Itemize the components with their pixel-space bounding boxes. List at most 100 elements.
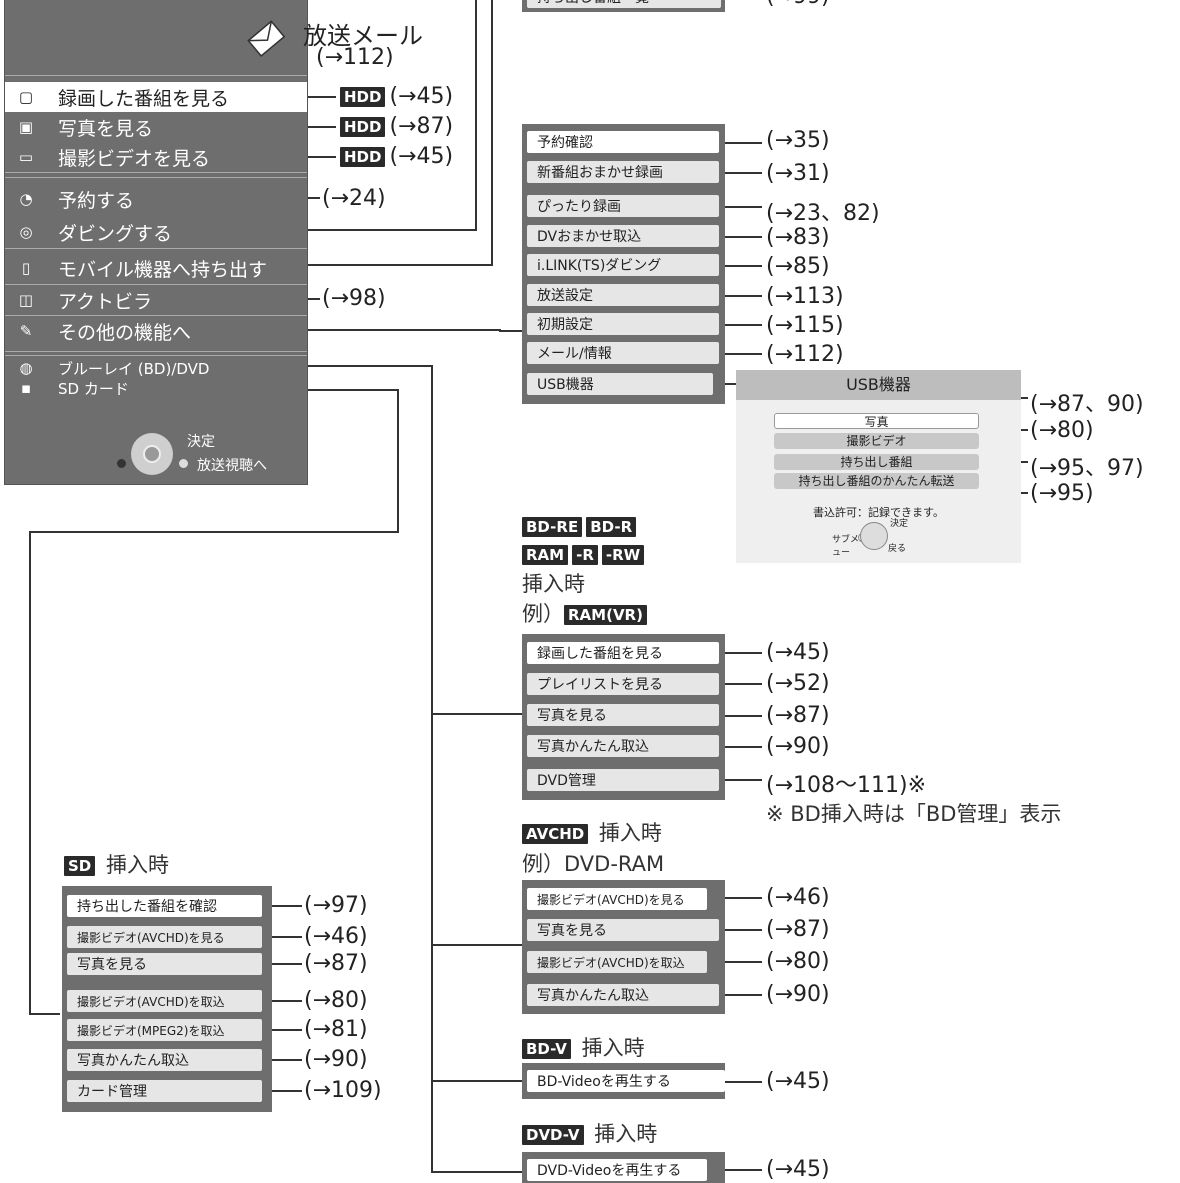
avchd-ref-1: (→87): [766, 917, 830, 942]
camcorder-ref: HDD(→45): [340, 144, 453, 169]
main-item-photo[interactable]: ▣写真を見る: [5, 112, 307, 142]
disc-item-playlist[interactable]: プレイリストを見る: [527, 673, 719, 695]
avchd-ref-0: (→46): [766, 885, 830, 910]
actvila-icon: ◫: [18, 291, 34, 309]
usb-cursor-pad-icon: [860, 522, 888, 550]
recorded-ref: HDD(→45): [340, 84, 453, 109]
sd-item-avchd-view[interactable]: 撮影ビデオ(AVCHD)を見る: [67, 926, 262, 948]
bdv-item-play[interactable]: BD-Videoを再生する: [527, 1070, 725, 1092]
sd-ref-0: (→97): [304, 893, 368, 918]
usb-ref-2: (→95、97): [1030, 456, 1144, 481]
other-item-dv-import[interactable]: DVおまかせ取込: [527, 225, 719, 247]
main-item-actvila[interactable]: ◫アクトビラ: [5, 285, 307, 315]
other-item-initial-settings[interactable]: 初期設定: [527, 313, 719, 335]
dvdv-panel: DVD-Videoを再生する: [522, 1152, 725, 1183]
tv-icon: ▢: [18, 88, 34, 106]
photo-ref: HDD(→87): [340, 114, 453, 139]
usb-item-camcorder[interactable]: 撮影ビデオ: [774, 433, 979, 449]
sd-header: SD 挿入時: [64, 849, 169, 879]
top-partial-item[interactable]: 持ち出し番組一覧: [527, 0, 721, 8]
main-item-reserve[interactable]: ◔予約する: [5, 184, 307, 214]
photo-icon: ▣: [18, 118, 34, 136]
usb-title: USB機器: [736, 370, 1021, 400]
disc-item-dvd-manage[interactable]: DVD管理: [527, 769, 719, 791]
usb-submenu-label: サブメニュー: [832, 535, 869, 558]
main-item-recorded[interactable]: ▢録画した番組を見る: [5, 82, 307, 112]
main-menu-panel: ▢録画した番組を見る ▣写真を見る ▭撮影ビデオを見る ◔予約する ◎ダビングす…: [4, 0, 308, 485]
usb-ref-0: (→87、90): [1030, 392, 1144, 417]
main-item-sdcard[interactable]: ▪SD カード: [5, 378, 307, 398]
wrench-icon: ✎: [19, 322, 33, 340]
disc-badges-row2: RAM-R-RW: [522, 542, 648, 566]
other-ref-4: (→85): [766, 254, 830, 279]
avchd-item-photo-import[interactable]: 写真かんたん取込: [527, 984, 719, 1006]
camcorder-icon: ▭: [18, 148, 34, 166]
avchd-example: 例）DVD-RAM: [522, 852, 665, 876]
usb-item-photo[interactable]: 写真: [774, 413, 979, 429]
other-item-mail-info[interactable]: メール/情報: [527, 342, 719, 364]
disc-item-photo[interactable]: 写真を見る: [527, 704, 719, 726]
sd-item-photo[interactable]: 写真を見る: [67, 953, 262, 975]
disc-item-recorded[interactable]: 録画した番組を見る: [527, 642, 719, 664]
other-ref-2: (→23、82): [766, 201, 880, 226]
bdv-panel: BD-Videoを再生する: [522, 1063, 725, 1099]
usb-ref-1: (→80): [1030, 418, 1094, 443]
main-item-other[interactable]: ✎その他の機能へ: [5, 316, 307, 346]
actvila-ref: (→98): [322, 286, 386, 311]
disc-ref-2: (→87): [766, 703, 830, 728]
disc-note: ※ BD挿入時は「BD管理」表示: [766, 802, 1062, 826]
other-item-exact-record[interactable]: ぴったり録画: [527, 195, 719, 217]
footer-dot-light: [179, 459, 188, 468]
usb-item-takeout[interactable]: 持ち出し番組: [774, 454, 979, 470]
sdcard-icon: ▪: [20, 379, 32, 397]
clock-icon: ◔: [19, 190, 33, 208]
mail-envelope-icon: [247, 20, 286, 57]
sd-item-card-manage[interactable]: カード管理: [67, 1080, 262, 1102]
disc-item-photo-import[interactable]: 写真かんたん取込: [527, 735, 719, 757]
avchd-item-photo[interactable]: 写真を見る: [527, 919, 719, 941]
sd-ref-6: (→109): [304, 1078, 382, 1103]
main-item-mobile[interactable]: ▯モバイル機器へ持ち出す: [5, 253, 307, 283]
disc-example: 例）RAM(VR): [522, 598, 651, 628]
sd-item-avchd-import[interactable]: 撮影ビデオ(AVCHD)を取込: [67, 990, 262, 1012]
usb-item-takeout-transfer[interactable]: 持ち出し番組のかんたん転送: [774, 473, 979, 489]
sd-item-takeout-check[interactable]: 持ち出した番組を確認: [67, 895, 262, 917]
dvdv-header: DVD-V 挿入時: [522, 1118, 657, 1148]
disc-ref-1: (→52): [766, 671, 830, 696]
avchd-ref-2: (→80): [766, 949, 830, 974]
other-ref-7: (→112): [766, 342, 844, 367]
top-partial-ref: (→99): [766, 0, 830, 9]
other-item-auto-record[interactable]: 新番組おまかせ録画: [527, 161, 719, 183]
avchd-item-import[interactable]: 撮影ビデオ(AVCHD)を取込: [527, 951, 707, 973]
other-item-ilink[interactable]: i.LINK(TS)ダビング: [527, 254, 719, 276]
dvdv-item-play[interactable]: DVD-Videoを再生する: [527, 1159, 707, 1181]
other-ref-3: (→83): [766, 225, 830, 250]
sd-ref-3: (→80): [304, 988, 368, 1013]
footer-dot-dark: [117, 459, 126, 468]
main-item-camcorder[interactable]: ▭撮影ビデオを見る: [5, 142, 307, 172]
other-ref-5: (→113): [766, 284, 844, 309]
avchd-panel: 撮影ビデオ(AVCHD)を見る 写真を見る 撮影ビデオ(AVCHD)を取込 写真…: [522, 880, 725, 1014]
disc-ref-4: (→108〜111)※: [766, 773, 927, 798]
sd-item-mpeg2-import[interactable]: 撮影ビデオ(MPEG2)を取込: [67, 1019, 262, 1041]
sd-item-photo-import[interactable]: 写真かんたん取込: [67, 1049, 262, 1071]
other-item-usb[interactable]: USB機器: [527, 373, 713, 395]
sd-ref-2: (→87): [304, 951, 368, 976]
other-item-broadcast-settings[interactable]: 放送設定: [527, 284, 719, 306]
dubbing-icon: ◎: [19, 223, 33, 241]
usb-ref-3: (→95): [1030, 481, 1094, 506]
usb-confirm-label: 決定: [890, 519, 909, 529]
other-ref-1: (→31): [766, 161, 830, 186]
bdv-ref: (→45): [766, 1069, 830, 1094]
disc-icon: ◍: [19, 359, 33, 377]
other-item-reserve-check[interactable]: 予約確認: [527, 131, 719, 153]
main-item-bluray[interactable]: ◍ブルーレイ (BD)/DVD: [5, 358, 307, 378]
reserve-ref: (→24): [322, 186, 386, 211]
main-item-dubbing[interactable]: ◎ダビングする: [5, 217, 307, 247]
other-functions-panel: 予約確認 新番組おまかせ録画 ぴったり録画 DVおまかせ取込 i.LINK(TS…: [522, 124, 725, 404]
avchd-item-view[interactable]: 撮影ビデオ(AVCHD)を見る: [527, 888, 707, 910]
usb-panel: USB機器 写真 撮影ビデオ 持ち出し番組 持ち出し番組のかんたん転送 書込許可…: [736, 370, 1021, 563]
footer-confirm-label: 決定: [187, 434, 215, 450]
usb-back-label: 戻る: [888, 544, 907, 554]
